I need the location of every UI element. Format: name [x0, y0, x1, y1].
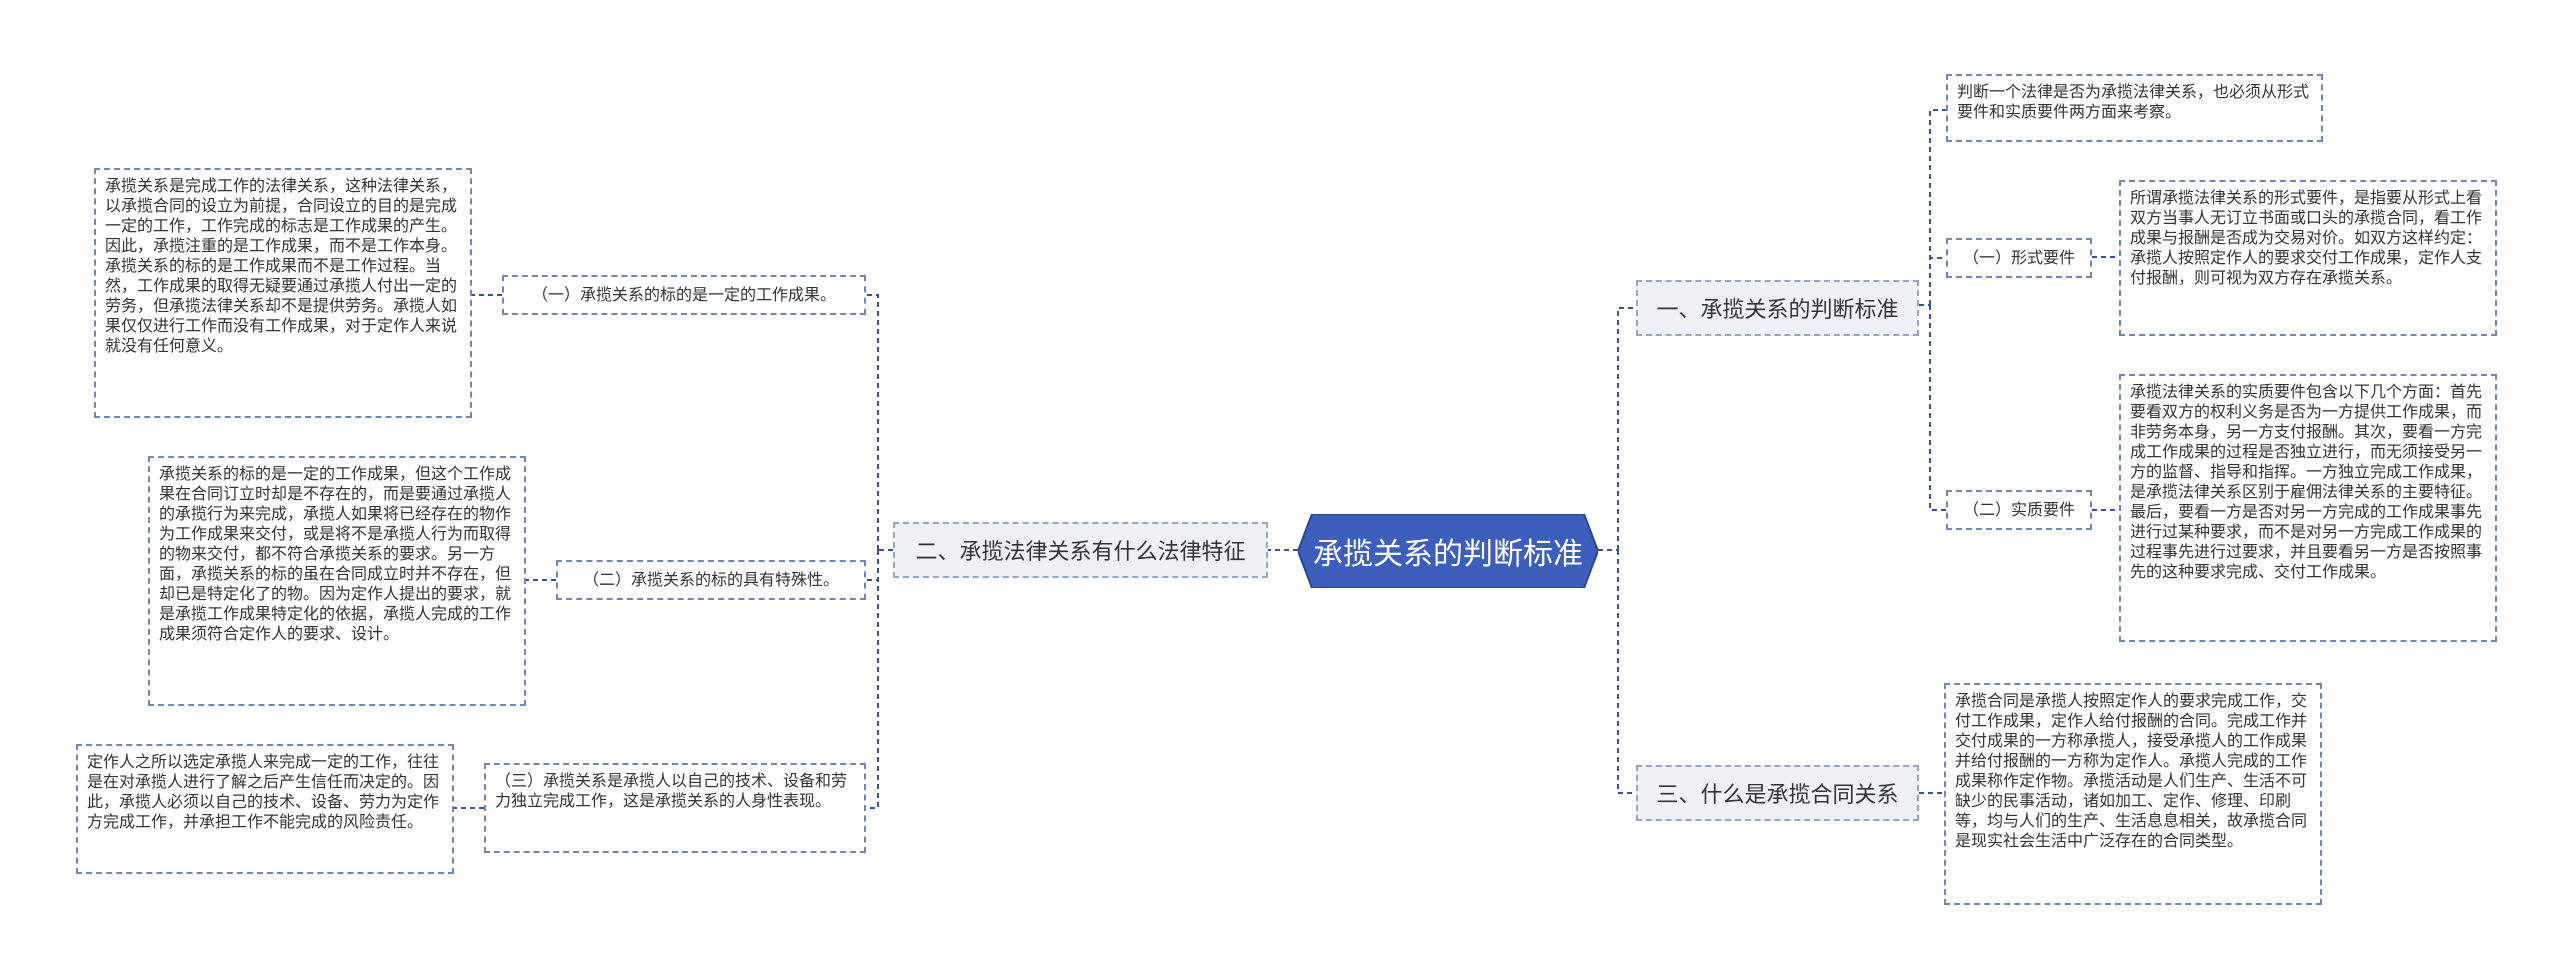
feature-2-topic[interactable]: （二）承揽关系的标的具有特殊性。: [556, 560, 866, 600]
intro-note[interactable]: 判断一个法律是否为承揽法律关系，也必须从形式要件和实质要件两方面来考察。: [1946, 74, 2323, 142]
substance-element-text: 承揽法律关系的实质要件包含以下几个方面：首先要看双方的权利义务是否为一方提供工作…: [2130, 382, 2483, 581]
form-element-note[interactable]: 所谓承揽法律关系的形式要件，是指要从形式上看双方当事人无订立书面或口头的承揽合同…: [2119, 180, 2497, 336]
contract-relation-text: 承揽合同是承揽人按照定作人的要求完成工作，交付工作成果，定作人给付报酬的合同。完…: [1955, 691, 2308, 850]
feature-1-label: （一）承揽关系的标的是一定的工作成果。: [531, 285, 836, 304]
branch-legal-features-label: 二、承揽法律关系有什么法律特征: [915, 540, 1246, 565]
central-topic-shape: [1298, 514, 1598, 588]
substance-element-topic[interactable]: （二）实质要件: [1946, 490, 2092, 530]
feature-1-note[interactable]: 承揽关系是完成工作的法律关系，这种法律关系，以承揽合同的设立为前提，合同设立的目…: [94, 168, 472, 418]
form-element-topic[interactable]: （一）形式要件: [1946, 238, 2092, 278]
feature-1-text: 承揽关系是完成工作的法律关系，这种法律关系，以承揽合同的设立为前提，合同设立的目…: [105, 176, 458, 355]
substance-element-note[interactable]: 承揽法律关系的实质要件包含以下几个方面：首先要看双方的权利义务是否为一方提供工作…: [2119, 374, 2497, 642]
branch-legal-features[interactable]: 二、承揽法律关系有什么法律特征: [893, 522, 1268, 578]
feature-2-note[interactable]: 承揽关系的标的是一定的工作成果，但这个工作成果在合同订立时却是不存在的，而是要通…: [148, 456, 526, 706]
feature-3-text: 定作人之所以选定承揽人来完成一定的工作，往往是在对承揽人进行了解之后产生信任而决…: [87, 752, 440, 831]
feature-2-label: （二）承揽关系的标的具有特殊性。: [582, 570, 839, 589]
branch-contract-relation-label: 三、什么是承揽合同关系: [1656, 783, 1899, 808]
branch-judgment-standard[interactable]: 一、承揽关系的判断标准: [1636, 280, 1919, 336]
contract-relation-note[interactable]: 承揽合同是承揽人按照定作人的要求完成工作，交付工作成果，定作人给付报酬的合同。完…: [1944, 683, 2322, 905]
feature-2-text: 承揽关系的标的是一定的工作成果，但这个工作成果在合同订立时却是不存在的，而是要通…: [159, 464, 512, 643]
branch-judgment-standard-label: 一、承揽关系的判断标准: [1656, 298, 1899, 323]
central-topic[interactable]: 承揽关系的判断标准: [1298, 514, 1598, 588]
feature-3-note[interactable]: 定作人之所以选定承揽人来完成一定的工作，往往是在对承揽人进行了解之后产生信任而决…: [76, 744, 454, 874]
feature-3-topic[interactable]: （三）承揽关系是承揽人以自己的技术、设备和劳力独立完成工作，这是承揽关系的人身性…: [484, 763, 866, 853]
feature-3-label: （三）承揽关系是承揽人以自己的技术、设备和劳力独立完成工作，这是承揽关系的人身性…: [495, 771, 848, 810]
substance-element-label: （二）实质要件: [1962, 500, 2075, 519]
form-element-text: 所谓承揽法律关系的形式要件，是指要从形式上看双方当事人无订立书面或口头的承揽合同…: [2130, 188, 2483, 287]
form-element-label: （一）形式要件: [1962, 248, 2075, 267]
central-topic-label: 承揽关系的判断标准: [1313, 537, 1583, 572]
branch-contract-relation[interactable]: 三、什么是承揽合同关系: [1636, 765, 1919, 821]
intro-note-text: 判断一个法律是否为承揽法律关系，也必须从形式要件和实质要件两方面来考察。: [1957, 82, 2310, 121]
feature-1-topic[interactable]: （一）承揽关系的标的是一定的工作成果。: [502, 275, 866, 315]
